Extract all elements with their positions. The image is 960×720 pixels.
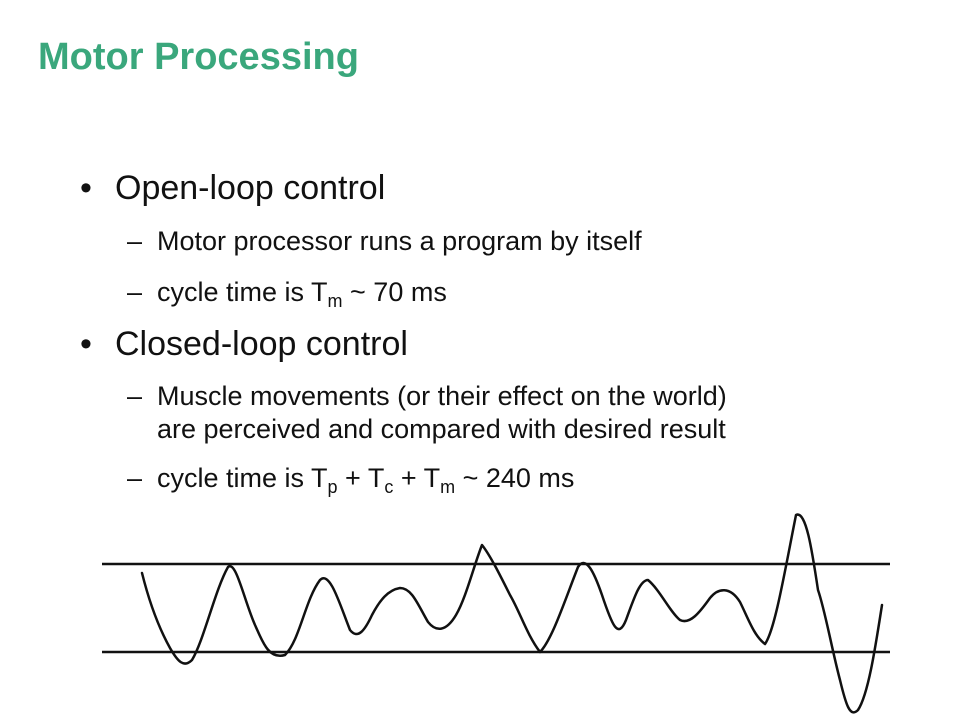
sub-bullet-muscle-movements: – Muscle movements (or their effect on t… [80,380,940,446]
oscillation-curve [140,513,884,714]
cycle-text-post: ~ 70 ms [342,277,447,307]
dash-marker: – [127,381,143,411]
bullet-list: • Open-loop control – Motor processor ru… [80,168,940,497]
dash-marker: – [127,277,143,307]
subscript-p: p [327,477,338,497]
bullet-closed-loop: • Closed-loop control [80,324,940,364]
sub-bullet-open-cycle-time: – cycle time is Tm ~ 70 ms [80,276,940,311]
sub-bullet-motor-processor: – Motor processor runs a program by itse… [80,225,940,258]
bullet-marker: • [80,169,92,207]
dash-marker: – [127,463,143,493]
bullet-marker: • [80,325,92,363]
sub-bullet-line-2: are perceived and compared with desired … [157,414,726,444]
bullet-text: Closed-loop control [115,325,408,363]
cycle-text-post: ~ 240 ms [455,463,575,493]
cycle-text-pre: cycle time is T [157,463,328,493]
sub-bullet-line-1: Muscle movements (or their effect on the… [157,381,727,411]
bullet-text: Open-loop control [115,169,386,207]
sub-bullet-text: Motor processor runs a program by itself [157,226,642,256]
cycle-text-mid-2: + T [393,463,441,493]
subscript-m: m [327,291,343,311]
dash-marker: – [127,226,143,256]
cycle-text-mid-1: + T [337,463,385,493]
sub-bullet-closed-cycle-time: – cycle time is Tp + Tc + Tm ~ 240 ms [80,462,940,497]
subscript-m: m [440,477,456,497]
cycle-text-pre: cycle time is T [157,277,328,307]
subscript-c: c [384,477,394,497]
bullet-open-loop: • Open-loop control [80,168,940,208]
slide-title: Motor Processing [38,36,359,78]
